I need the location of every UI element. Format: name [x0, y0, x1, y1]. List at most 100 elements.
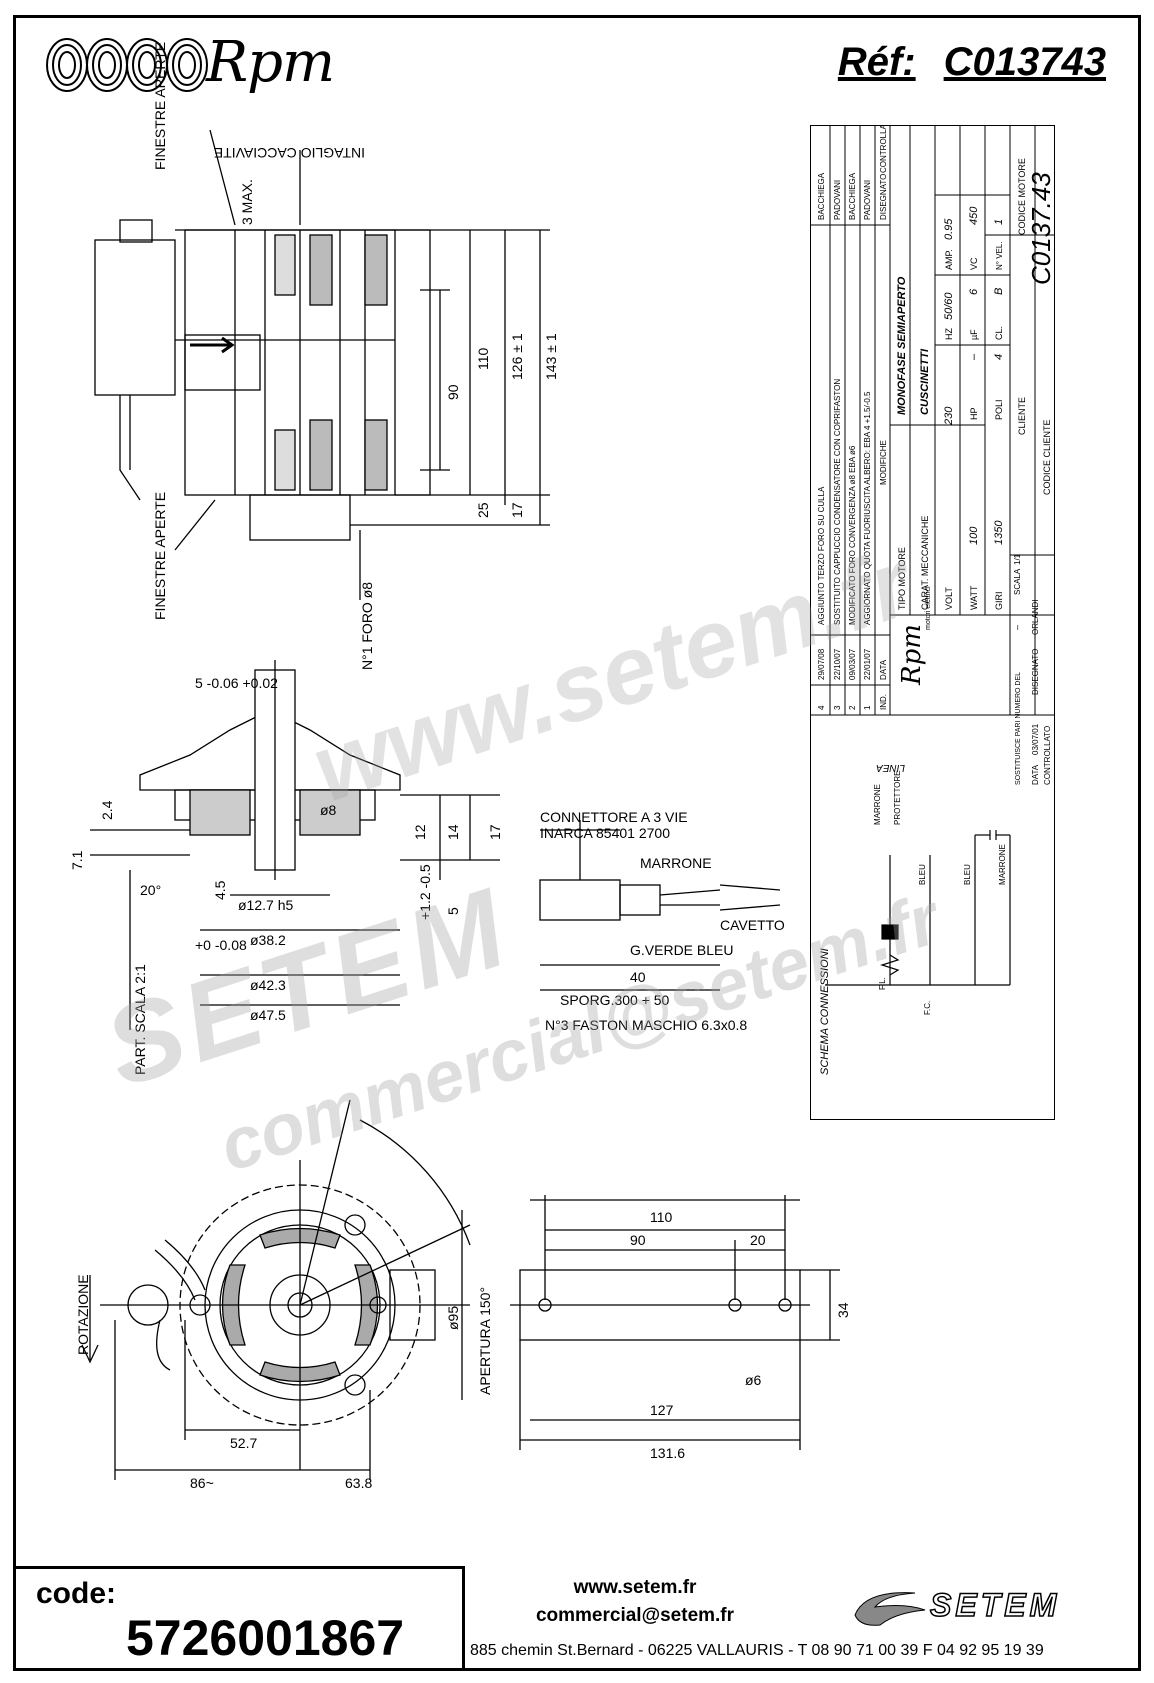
schema-marrone-2: MARRONE [998, 844, 1007, 885]
rev-4-ind: 4 [817, 705, 826, 710]
rev-header-date: DATA [879, 659, 888, 680]
label-rotazione: ROTAZIONE [75, 1274, 91, 1355]
amp: 0.95 [943, 218, 955, 240]
carat-label: CARAT. MECCANICHE [920, 516, 930, 610]
amp-label: AMP. [944, 249, 954, 270]
rpm-logo-icon [46, 38, 208, 92]
ref-label: Réf: [837, 40, 916, 84]
cl: B [993, 288, 1005, 295]
rev-1-ind: 1 [863, 705, 872, 710]
label-marrone-conn: MARRONE [640, 855, 712, 871]
label-connettore: CONNETTORE A 3 VIE [540, 809, 688, 825]
dim-86: 86~ [190, 1475, 214, 1491]
label-apertura: APERTURA 150° [477, 1287, 493, 1395]
codice-motore: C0137.43 [1026, 172, 1055, 285]
code-label: code: [36, 1577, 117, 1610]
vc-label: VC [969, 257, 979, 270]
setem-brand: SETEM [929, 1586, 1061, 1624]
label-part-scala: PART. SCALA 2:1 [132, 964, 148, 1075]
dim-110: 110 [475, 347, 491, 370]
rev-header-text: MODIFICHE [879, 440, 888, 485]
cliente-label: CLIENTE [1017, 397, 1027, 435]
data-label: DATA [1031, 764, 1040, 785]
dim-12: 12 [412, 824, 428, 840]
rev-2-date: 09/03/07 [848, 648, 857, 680]
dim-5-tol: 5 -0.06 +0.02 [195, 675, 278, 691]
vc: 450 [968, 206, 980, 225]
code-box: code: 5726001867 [13, 1566, 465, 1671]
title-block: 4 29/07/08 AGGIUNTO TERZO FORO SU CULLA … [810, 125, 1055, 1120]
schema-fl: F.L. [878, 977, 887, 990]
carat: CUSCINETTI [919, 348, 931, 415]
dim-127: 127 [650, 1402, 674, 1418]
dim-143: 143 ± 1 [543, 333, 559, 380]
watt-label: WATT [969, 585, 979, 610]
dim-47-5: ø47.5 [250, 1007, 286, 1023]
label-cavetto: CAVETTO [720, 917, 785, 933]
rev-4-sig: BACCHIEGA [817, 172, 826, 220]
rev-1-text: AGGIORNATO QUOTA FUORIUSCITA ALBERO: EBA… [863, 391, 872, 625]
company-sub: motori elettrici [925, 586, 932, 630]
disegnato: ORLANDI [1031, 599, 1040, 635]
dim-34: 34 [835, 1302, 851, 1318]
schema-bleu-2: BLEU [963, 864, 972, 885]
controllato-label: CONTROLLATO [1043, 726, 1052, 785]
hp-label: HP [969, 407, 979, 420]
website-link[interactable]: www.setem.fr [573, 1577, 697, 1598]
label-intaglio: INTAGLIO CACCIAVITE [214, 145, 365, 161]
rev-2-text: MODIFICATO FORO CONVERGENZA ø8 EBA ø6 [848, 445, 857, 625]
dim-90-bracket: 90 [630, 1232, 646, 1248]
dim-52-7: 52.7 [230, 1435, 257, 1451]
schema-title: SCHEMA CONNESSIONI [819, 948, 831, 1075]
dim-2-4: 2.4 [99, 800, 115, 820]
dim-7-1: 7.1 [69, 850, 85, 870]
rev-2-ind: 2 [848, 705, 857, 710]
dim-90: 90 [445, 384, 461, 400]
dim-20deg: 20° [140, 882, 161, 898]
rev-header-ind: IND. [879, 694, 888, 710]
email-link[interactable]: commercial@setem.fr [535, 1605, 735, 1626]
rev-3-ind: 3 [833, 705, 842, 710]
label-sporg: SPORG.300 + 50 [560, 992, 670, 1008]
dim-42-3: ø42.3 [250, 977, 286, 993]
dim-d95: ø95 [445, 1306, 461, 1330]
drawing-frame [13, 15, 1141, 1671]
dim-tol: +1.2 -0.5 [417, 864, 433, 920]
volt-label: VOLT [944, 587, 954, 610]
dim-17-detail: 17 [487, 824, 503, 840]
label-3max: 3 MAX. [239, 179, 255, 225]
codice-cliente-label: CODICE CLIENTE [1042, 419, 1052, 495]
hz: 50/60 [943, 292, 955, 320]
nvel-label: N° VEL. [995, 241, 1004, 270]
schema-fc: F.C. [923, 1001, 932, 1015]
sostituisce-val: – [1012, 625, 1022, 630]
rev-3-date: 22/10/07 [833, 648, 842, 680]
scala-label: SCALA [1013, 568, 1022, 595]
label-inarca: INARCA 85401 2700 [540, 825, 670, 841]
codice-motore-label: CODICE MOTORE [1017, 158, 1027, 235]
rev-header-drawn: DISEGNATO [879, 174, 888, 220]
dim-126: 126 ± 1 [509, 333, 525, 380]
watt: 100 [968, 526, 980, 545]
capacitor-body [94, 239, 176, 396]
dim-d6: ø6 [745, 1372, 762, 1388]
brand-name: Rpm [206, 30, 335, 95]
schema-marrone-1: MARRONE [873, 784, 882, 825]
contact-block: www.setem.fr commercial@setem.fr [470, 1574, 800, 1630]
sostituisce: SOSTITUISCE PARI NUMERO DEL [1015, 672, 1022, 785]
ref-value: C013743 [943, 40, 1106, 84]
dim-12-7: ø12.7 h5 [238, 897, 293, 913]
poli: 4 [993, 354, 1005, 360]
poli-label: POLI [994, 399, 1004, 420]
nvel: 1 [993, 219, 1005, 225]
dim-0-tol: +0 -0.08 [195, 937, 247, 953]
company-logo-text: Rpm [897, 624, 927, 686]
uf: 6 [968, 288, 980, 295]
label-fastons: N°3 FASTON MASCHIO 6.3x0.8 [545, 1017, 747, 1033]
dim-20-bracket: 20 [750, 1232, 766, 1248]
data-value: 03/07/01 [1031, 723, 1040, 755]
code-value: 5726001867 [126, 1610, 405, 1666]
rev-4-date: 29/07/08 [817, 648, 826, 680]
dim-38-2: ø38.2 [250, 932, 286, 948]
